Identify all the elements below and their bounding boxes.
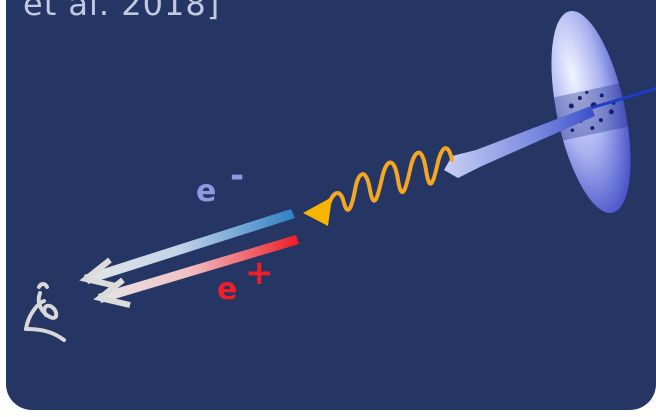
electron-sign: - (230, 156, 245, 196)
positron-sign: + (245, 253, 274, 293)
electron-label: e (196, 174, 217, 209)
diagram-panel: et al. 2018] (6, 0, 656, 410)
positron-track (93, 235, 299, 308)
citation-text: et al. 2018] (23, 0, 221, 23)
electron-track (79, 209, 295, 289)
diagram-canvas (24, 11, 656, 342)
positron-label: e (217, 272, 238, 307)
jet (444, 87, 656, 178)
eye-icon (24, 282, 66, 342)
photon-arrowhead (303, 197, 332, 226)
photon-wave (326, 146, 454, 212)
